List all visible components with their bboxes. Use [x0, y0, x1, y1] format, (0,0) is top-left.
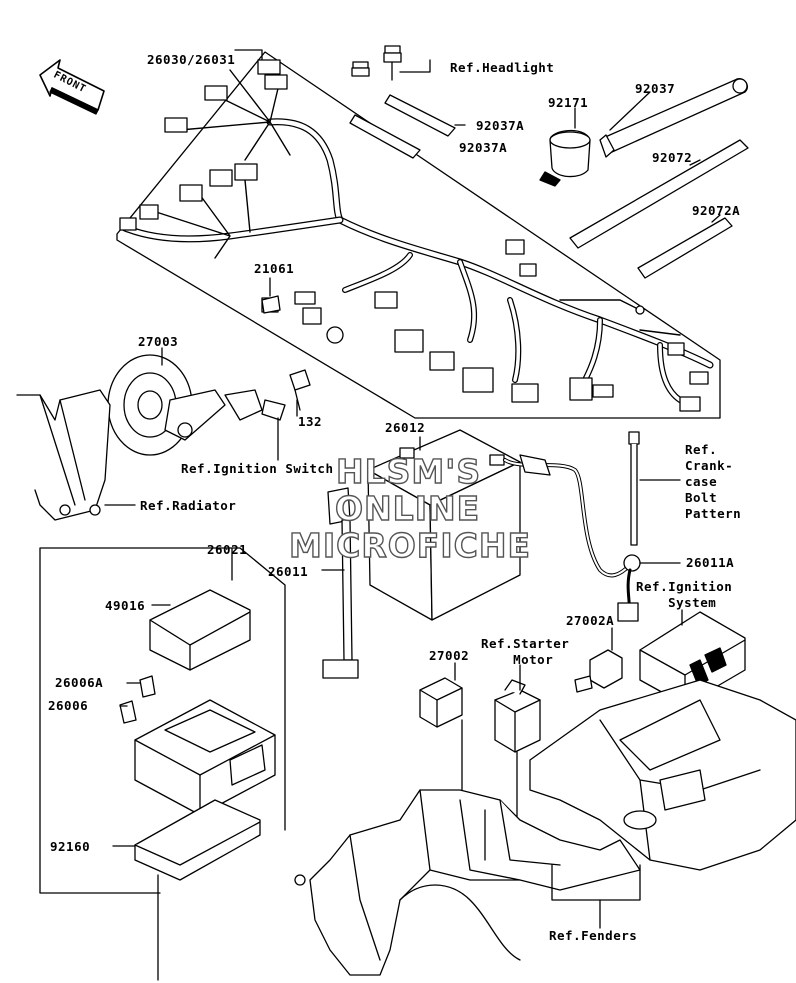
fuse-box [134, 699, 276, 816]
fender-leaders [484, 809, 641, 929]
label-132: 132 [298, 414, 323, 429]
label-26012: 26012 [385, 420, 426, 435]
tie-strap-92072 [569, 139, 749, 249]
label-26011: 26011 [268, 564, 309, 579]
label-ref-starter-motor: Ref.Starter Motor [481, 636, 570, 667]
battery-26012 [367, 429, 521, 621]
label-26006: 26006 [48, 698, 89, 713]
wiring-harness [121, 69, 714, 403]
label-21061: 21061 [254, 261, 295, 276]
watermark-line-3: MICROFICHE [288, 525, 531, 565]
crankcase-bolt [628, 431, 681, 546]
front-arrow-icon [39, 59, 105, 115]
connector-21061 [261, 295, 281, 314]
label-ref-radiator: Ref.Radiator [140, 498, 237, 513]
label-92037A-b: 92037A [459, 140, 508, 155]
label-26011A: 26011A [686, 555, 735, 570]
fuse-26006A [139, 675, 156, 698]
fuse-26006 [119, 700, 137, 724]
label-ref-fenders: Ref.Fenders [549, 928, 638, 943]
label-ref-ignition-system: Ref.Ignition System [636, 579, 733, 610]
battery-tray [294, 789, 641, 976]
cover-49016 [149, 589, 251, 671]
watermark-line-1: HLSM'S [335, 451, 482, 491]
label-27002A: 27002A [566, 613, 615, 628]
label-92171: 92171 [548, 95, 589, 110]
92037-leader [609, 91, 651, 131]
label-ref-headlight: Ref.Headlight [450, 60, 555, 75]
tie-strap-92072A [637, 217, 733, 279]
harness-panel [116, 49, 721, 419]
starter-relay [494, 679, 541, 753]
cover-92160 [134, 799, 261, 881]
label-92072: 92072 [652, 150, 693, 165]
relay-27002A [574, 649, 623, 693]
clamp-92171 [539, 129, 591, 187]
label-26021: 26021 [207, 542, 248, 557]
strap-26011 [322, 487, 359, 679]
horn-27003 [107, 354, 226, 456]
label-92037: 92037 [635, 81, 676, 96]
label-27003: 27003 [138, 334, 179, 349]
fuse-box-panel [39, 547, 286, 894]
frame-rear [529, 679, 796, 871]
headlight-bolts [349, 45, 456, 159]
label-ref-ignition-switch: Ref.Ignition Switch [181, 461, 334, 476]
92072A-leader [711, 214, 721, 223]
watermark-line-2: ONLINE [334, 488, 481, 528]
bracket-92037 [599, 78, 749, 158]
harness-connectors [119, 59, 709, 412]
label-harness: 26030/26031 [147, 52, 236, 67]
label-ref-crankcase: Ref. Crank- case Bolt Pattern [685, 442, 742, 521]
radiator-ref [16, 389, 111, 521]
label-26006A: 26006A [55, 675, 104, 690]
label-49016: 49016 [105, 598, 146, 613]
label-92037A-a: 92037A [476, 118, 525, 133]
horn-bracket [224, 369, 311, 421]
label-92072A: 92072A [692, 203, 741, 218]
relay-27002 [419, 677, 463, 728]
battery-cables [503, 454, 641, 622]
label-92160: 92160 [50, 839, 91, 854]
fuse-leaders [112, 604, 171, 981]
ignition-system-unit [639, 611, 746, 706]
92072-leader [689, 159, 701, 166]
label-27002: 27002 [429, 648, 470, 663]
